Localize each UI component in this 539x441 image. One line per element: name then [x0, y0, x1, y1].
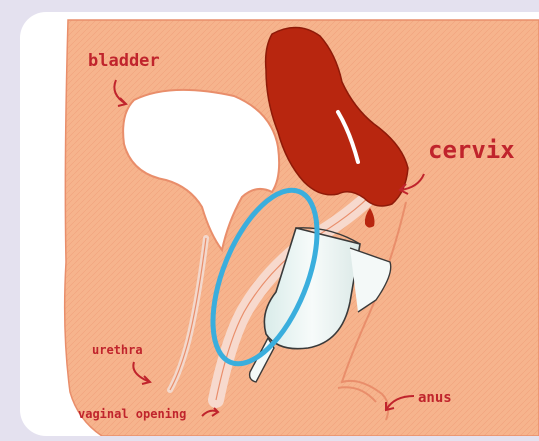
label-vaginal-opening: vaginal opening [78, 407, 186, 421]
label-bladder: bladder [88, 51, 160, 71]
diagram-card: bladder cervix urethra vaginal opening a… [20, 12, 539, 436]
label-anus: anus [418, 390, 452, 406]
anatomy-illustration: bladder cervix urethra vaginal opening a… [20, 12, 539, 436]
label-cervix: cervix [428, 136, 515, 164]
label-urethra: urethra [92, 343, 143, 357]
